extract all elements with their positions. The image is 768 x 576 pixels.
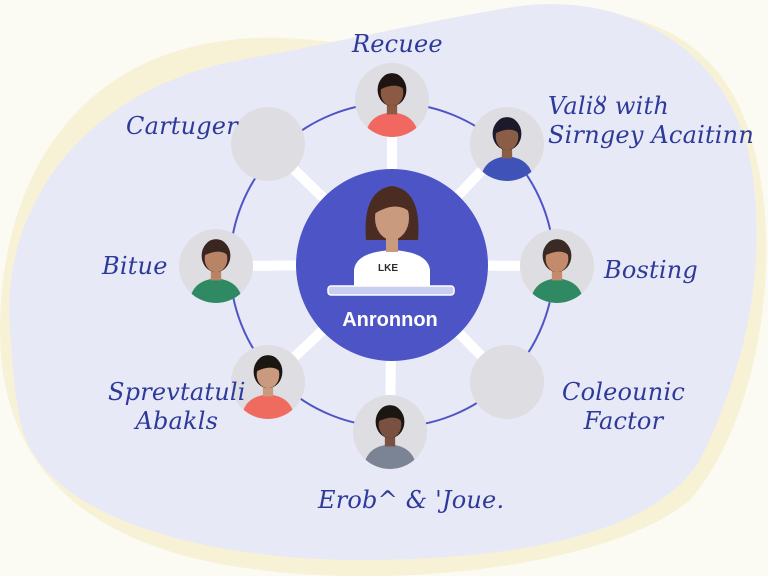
center-bangs (374, 192, 410, 214)
avatar-neck (384, 434, 396, 447)
center-shirt-text: LKE (378, 263, 398, 274)
person-icon (355, 63, 429, 137)
person-icon (231, 107, 305, 181)
node-label-line: Bitue (102, 252, 168, 280)
node-label-line: Bosting (604, 256, 698, 284)
node-label-line: Valiȣ with (548, 92, 669, 120)
node-label-top: Recuee (352, 30, 443, 59)
node-label-line: Recuee (352, 30, 443, 58)
avatar-hair-top (379, 73, 405, 90)
node-label-left: Bitue (102, 252, 168, 281)
avatar-shirt (530, 278, 584, 303)
center-shirt (354, 250, 430, 290)
node-label-top-left: Cartuger (126, 112, 238, 141)
avatar-hair-top (203, 239, 229, 256)
avatar-shirt (363, 444, 417, 469)
avatar-hair-top (544, 239, 570, 256)
person-icon (520, 229, 594, 303)
avatar-shirt (241, 394, 295, 419)
person-icon (353, 395, 427, 469)
avatar-hair-top (494, 117, 520, 134)
center-person-icon (354, 186, 430, 290)
node-label-line: Erob^ & 'Joue. (318, 486, 505, 514)
avatar-bg (231, 107, 305, 181)
node-label-top-right: Valiȣ with Sirngey Acaitinn (548, 92, 754, 150)
node-label-line: Abakls (135, 407, 219, 435)
avatar-shirt (480, 156, 534, 181)
node-label-right: Bosting (604, 256, 698, 285)
node-label-line: Factor (583, 407, 664, 435)
person-icon (470, 345, 544, 419)
person-icon (231, 345, 305, 419)
node-label-line: Sprevtatuli (108, 378, 246, 406)
node-label-bottom: Erob^ & 'Joue. (318, 486, 504, 515)
avatar-neck (551, 268, 563, 281)
node-label-line: Cartuger (126, 112, 238, 140)
avatar-figure (241, 355, 295, 419)
avatar-neck (262, 384, 274, 397)
avatar-figure (530, 239, 584, 303)
laptop-icon (327, 285, 455, 296)
avatar-bg (470, 345, 544, 419)
avatar-neck (501, 146, 513, 159)
avatar-shirt (365, 112, 419, 137)
person-icon (470, 107, 544, 181)
center-neck (386, 236, 398, 252)
center-title: Anronnon (342, 309, 438, 331)
avatar-figure (189, 239, 243, 303)
node-label-line: Coleounic (562, 378, 685, 406)
avatar-neck (386, 102, 398, 115)
avatar-figure (480, 117, 534, 181)
avatar-figure (363, 405, 417, 469)
avatar-neck (210, 268, 222, 281)
node-label-bottom-right: Coleounic Factor (562, 378, 685, 436)
node-label-bottom-left: Sprevtatuli Abakls (108, 378, 246, 436)
avatar-hair-top (255, 355, 281, 372)
avatar-hair-top (377, 405, 403, 422)
node-label-line: Sirngey Acaitinn (548, 121, 754, 149)
person-icon (179, 229, 253, 303)
avatar-shirt (189, 278, 243, 303)
avatar-figure (365, 73, 419, 137)
